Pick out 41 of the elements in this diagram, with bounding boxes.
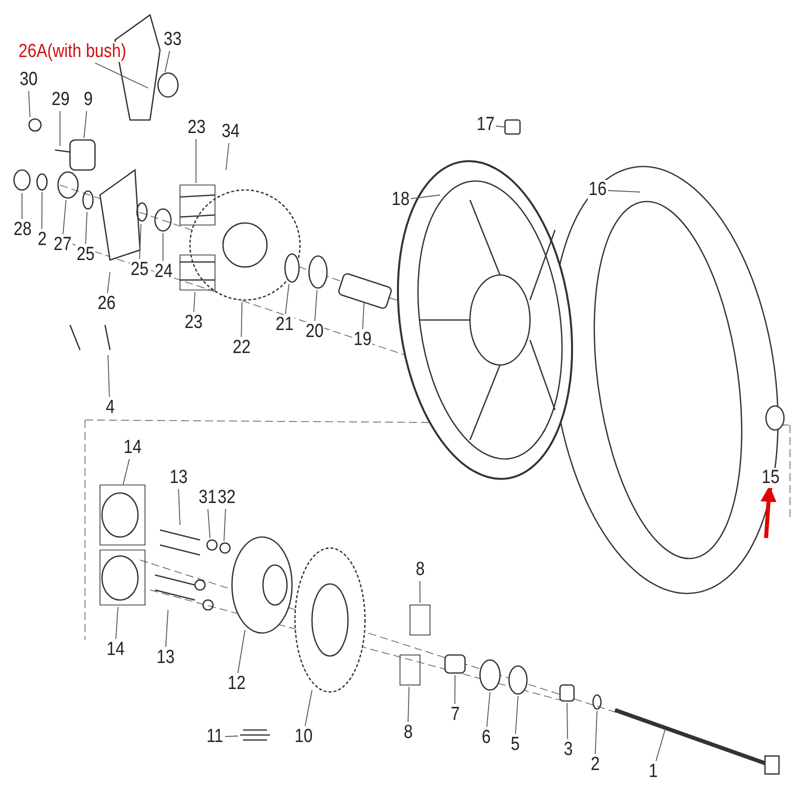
- leader-line: [164, 50, 170, 72]
- leader-line: [408, 686, 410, 722]
- leader-line: [207, 508, 210, 538]
- leader-line: [419, 580, 420, 604]
- leader-line: [486, 692, 490, 728]
- leader-line: [566, 702, 568, 740]
- leader-line: [226, 142, 230, 170]
- leader-line: [162, 232, 164, 262]
- leader-line: [224, 736, 238, 737]
- arrow: [760, 486, 776, 538]
- leader-line: [115, 606, 118, 640]
- leader-line: [240, 302, 242, 338]
- leader-line: [362, 302, 364, 330]
- leader-line: [410, 194, 440, 200]
- leader-line: [224, 508, 226, 542]
- callout-number: 15: [760, 468, 780, 488]
- leader-line: [314, 290, 318, 322]
- leader-line: [607, 190, 640, 192]
- part-note: 26A(with bush): [17, 42, 127, 62]
- leader-line: [94, 62, 148, 88]
- leader-line: [515, 696, 518, 734]
- leader-line: [193, 292, 196, 312]
- leader-line: [139, 224, 142, 260]
- leader-line: [165, 610, 168, 648]
- callout-number: 16: [587, 180, 607, 200]
- leader-line: [284, 284, 290, 314]
- leader-line: [454, 674, 456, 704]
- leader-line: [41, 192, 42, 230]
- leader-line: [237, 630, 246, 674]
- leader-line: [106, 272, 110, 294]
- leader-line: [28, 90, 30, 118]
- leader-line: [62, 200, 66, 234]
- leader-line: [656, 730, 666, 762]
- leader-line: [122, 458, 130, 486]
- leader-line: [85, 212, 88, 244]
- leader-line: [178, 488, 180, 526]
- leader-line: [594, 710, 598, 754]
- leader-line: [108, 354, 110, 398]
- leader-line: [495, 126, 506, 128]
- leader-line: [304, 690, 312, 726]
- leader-line: [84, 110, 88, 138]
